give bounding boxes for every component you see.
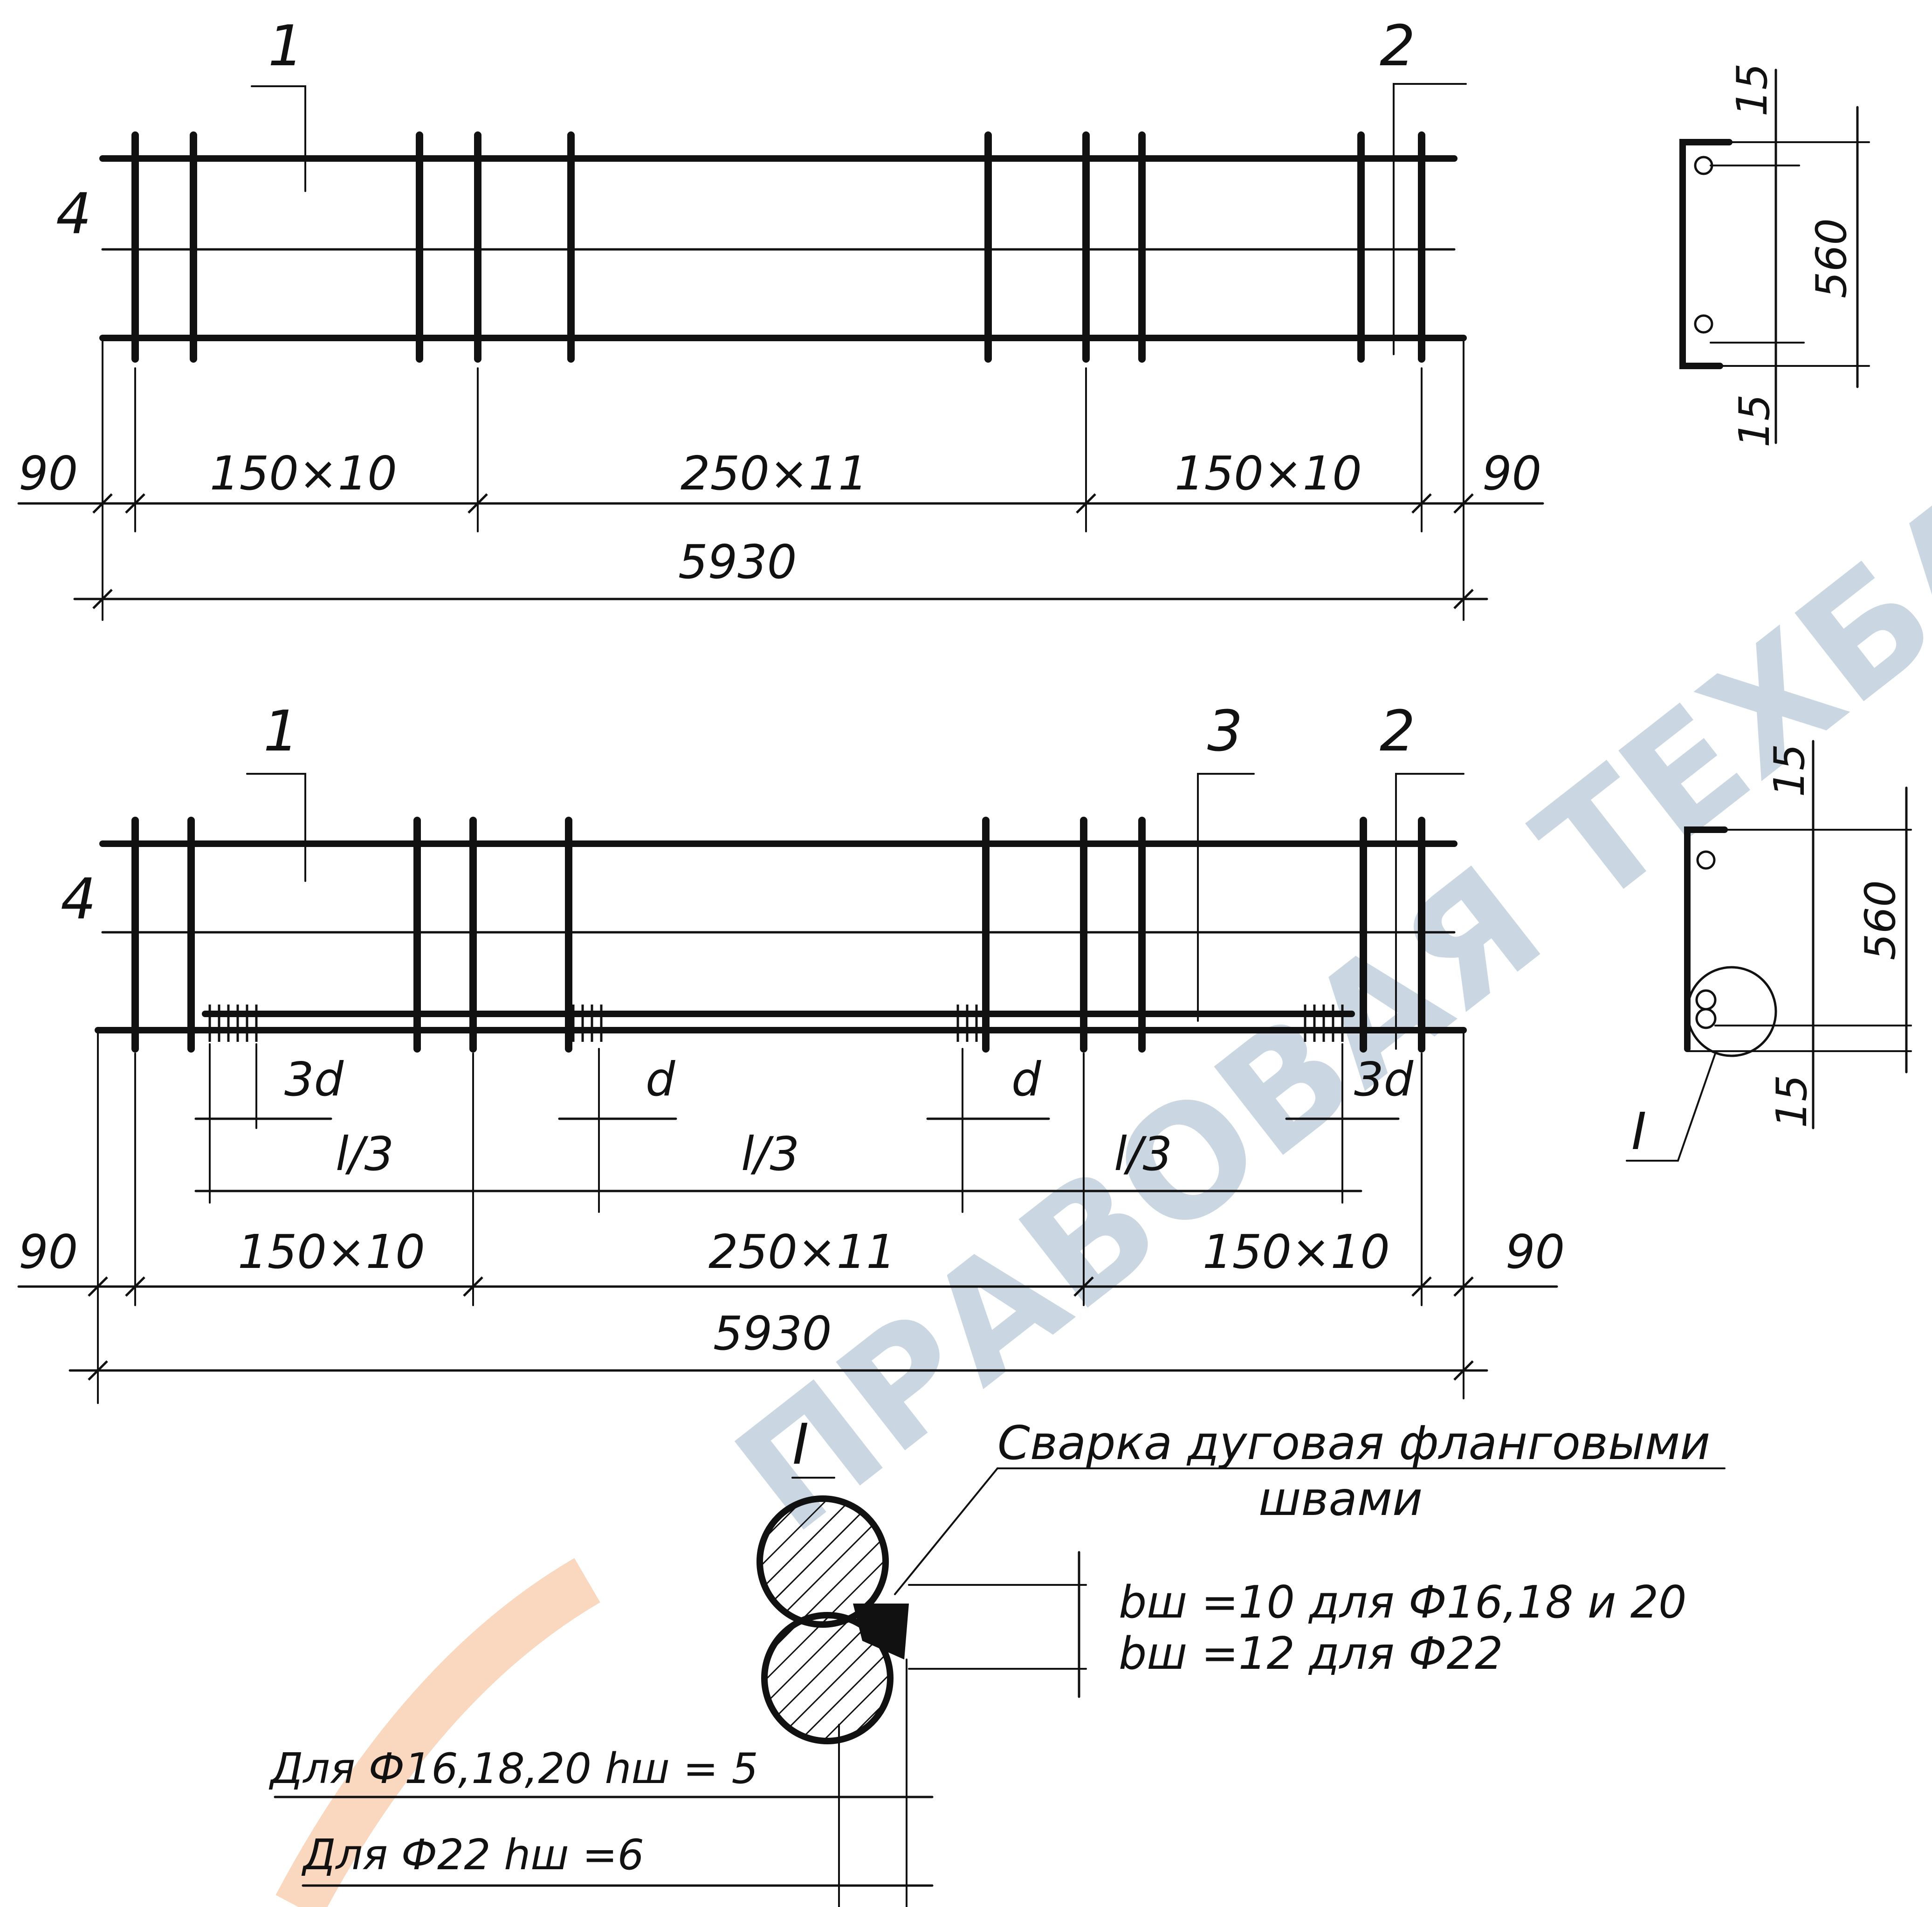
longitudinal-bar-top <box>1696 850 1716 870</box>
top-frame-stirrups <box>131 131 1425 363</box>
section-bottom-cover-bottom: 15 <box>1767 1074 1816 1128</box>
weld-length-3d-left: 3d <box>284 1052 344 1107</box>
watermark-orange-arc <box>275 1558 600 1907</box>
weld-length-3d-right: 3d <box>1354 1052 1414 1107</box>
detail-I-circle <box>1686 966 1777 1057</box>
dim-end-right: 90 <box>1482 446 1541 501</box>
weld-title-line1: Сварка дуговая фланговыми <box>997 1416 1710 1470</box>
callout-2-label: 2 <box>1380 699 1415 764</box>
section-bottom: I 15 560 15 <box>1626 740 1912 1162</box>
dim-zone-right: 150×10 <box>1175 446 1362 501</box>
callout-2-label: 2 <box>1380 14 1415 79</box>
detail-I: I Сварка дуговая фланговыми швами bш =10… <box>268 1412 1726 1907</box>
dim-ticks <box>88 1276 1474 1381</box>
longitudinal-bar-bottom <box>1694 314 1713 334</box>
weld-length-d-left: d <box>646 1052 675 1107</box>
callout-1-label: 1 <box>268 14 303 79</box>
dim-zone-left: 150×10 <box>210 446 397 501</box>
weld-title-line2: швами <box>1258 1472 1423 1526</box>
callout-1-leader <box>246 773 306 882</box>
third-3: l/3 <box>1114 1127 1172 1181</box>
dim-zone-mid: 250×11 <box>681 446 868 501</box>
detail-I-leader <box>1626 1053 1716 1162</box>
third-2: l/3 <box>741 1127 799 1181</box>
callout-2-leader <box>1393 83 1467 355</box>
section-bottom-height: 560 <box>1856 880 1905 960</box>
dim-end-left: 90 <box>19 446 78 501</box>
dim-zone-right: 150×10 <box>1203 1225 1390 1279</box>
weld-leader <box>894 1467 998 1595</box>
fillet-weld <box>853 1604 909 1659</box>
section-top-height: 560 <box>1807 218 1856 298</box>
weld-marks <box>208 1005 1344 1042</box>
detail-mark: I <box>792 1412 809 1477</box>
callout-1-label: 1 <box>263 699 299 764</box>
dim-total: 5930 <box>678 535 797 589</box>
bottom-frame-stirrups <box>131 817 1425 1053</box>
section-top-cover-top: 15 <box>1728 63 1777 117</box>
longitudinal-bar-pair-lower <box>1695 1008 1717 1029</box>
dim-end-left: 90 <box>19 1225 78 1279</box>
hw-line1: Для Ф16,18,20 hш = 5 <box>268 1744 758 1793</box>
detail-I-mark: I <box>1631 1102 1646 1161</box>
callout-3-leader <box>1197 773 1255 1022</box>
dim-end-right: 90 <box>1506 1225 1565 1279</box>
section-bottom-cover-top: 15 <box>1765 744 1814 797</box>
frame-bottom: 1 3 2 4 3d d d 3d l/3 l/3 l/3 <box>17 699 1565 1404</box>
bw-line1: bш =10 для Ф16,18 и 20 <box>1119 1577 1687 1628</box>
dim-total: 5930 <box>713 1306 832 1361</box>
longitudinal-bar-pair-upper <box>1695 989 1717 1011</box>
callout-1-leader <box>251 85 306 192</box>
dim-ticks <box>92 493 1474 609</box>
callout-2-leader <box>1395 773 1464 1050</box>
watermark: ПРАВОВАЯ ТЕХБАЗА <box>275 311 1932 1907</box>
callout-3-label: 3 <box>1207 699 1243 764</box>
longitudinal-bar-top <box>1694 156 1713 175</box>
weld-length-d-right: d <box>1011 1052 1041 1107</box>
section-top-cover-bottom: 15 <box>1730 394 1779 447</box>
callout-4-label: 4 <box>56 182 91 247</box>
bw-line2: bш =12 для Ф22 <box>1119 1628 1503 1680</box>
bar-lower <box>761 1612 894 1744</box>
hw-line2: Для Ф22 hш =6 <box>301 1831 644 1879</box>
callout-4-label: 4 <box>61 867 96 932</box>
dim-zone-left: 150×10 <box>238 1225 425 1279</box>
section-top: 15 560 15 <box>1679 63 1870 447</box>
dim-zone-mid: 250×11 <box>708 1225 896 1279</box>
third-1: l/3 <box>336 1127 394 1181</box>
frame-top: 1 2 4 90 150×10 250×11 150×10 90 5930 <box>17 14 1544 621</box>
